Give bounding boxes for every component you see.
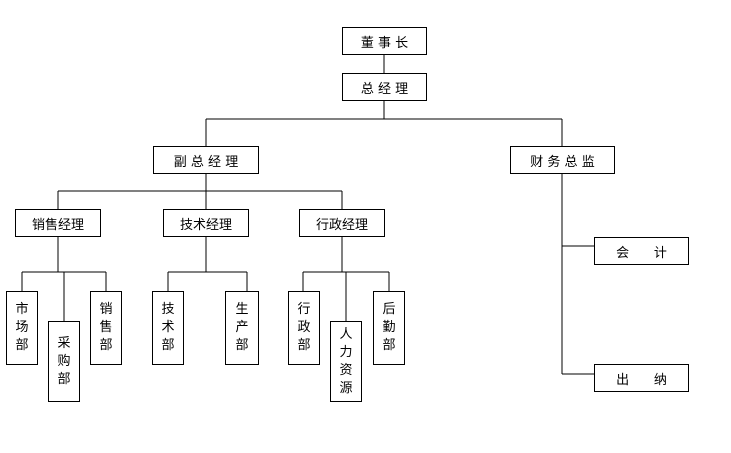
dept-production-box: 生 产 部 [225,291,259,365]
dept-hr-char: 力 [339,344,353,360]
tech-manager-label: 技术经理 [179,217,232,233]
cashier-box: 出 纳 [594,364,689,392]
chairman-label: 董 事 长 [360,35,409,51]
dept-production-char: 生 [235,302,249,317]
dept-logistics-char: 后 [382,302,396,317]
chairman-box: 董 事 长 [342,27,427,55]
general-manager-box: 总 经 理 [342,73,427,101]
dept-sales-char: 部 [99,338,113,353]
dept-sales-char: 售 [99,320,113,335]
dept-admin-box: 行 政 部 [288,291,320,365]
dept-logistics-char: 部 [382,338,396,353]
sales-manager-box: 销售经理 [15,209,101,237]
dept-market-char: 部 [15,338,29,353]
dept-admin-char: 部 [297,338,311,353]
dept-tech-char: 部 [161,338,175,353]
sales-manager-label: 销售经理 [31,217,84,233]
cashier-label: 出 纳 [616,372,667,388]
accounting-box: 会 计 [594,237,689,265]
dept-tech-char: 技 [161,302,175,317]
dept-tech-char: 术 [161,320,175,335]
dept-hr-char: 人 [339,326,353,342]
dept-admin-char: 行 [297,302,311,317]
finance-director-label: 财 务 总 监 [530,154,595,170]
dept-hr-char: 资 [339,362,353,378]
admin-manager-box: 行政经理 [299,209,385,237]
dept-tech-box: 技 术 部 [152,291,184,365]
deputy-gm-label: 副 总 经 理 [173,154,239,170]
dept-hr-char: 源 [339,380,353,396]
admin-manager-label: 行政经理 [315,217,368,233]
dept-logistics-char: 勤 [382,320,396,335]
dept-market-char: 场 [15,320,29,335]
dept-sales-box: 销 售 部 [90,291,122,365]
dept-admin-char: 政 [297,320,311,335]
dept-purchasing-box: 采 购 部 [48,321,80,402]
accounting-label: 会 计 [616,245,667,261]
dept-purchasing-char: 采 [57,335,71,351]
dept-logistics-box: 后 勤 部 [373,291,405,365]
dept-production-char: 产 [235,320,249,335]
dept-purchasing-char: 部 [57,371,71,387]
dept-market-box: 市 场 部 [6,291,38,365]
deputy-gm-box: 副 总 经 理 [153,146,259,174]
general-manager-label: 总 经 理 [360,81,409,97]
dept-market-char: 市 [15,302,29,317]
dept-hr-box: 人 力 资 源 [330,321,362,402]
dept-purchasing-char: 购 [57,353,71,369]
finance-director-box: 财 务 总 监 [510,146,615,174]
dept-sales-char: 销 [99,302,113,317]
dept-production-char: 部 [235,338,249,353]
tech-manager-box: 技术经理 [163,209,249,237]
